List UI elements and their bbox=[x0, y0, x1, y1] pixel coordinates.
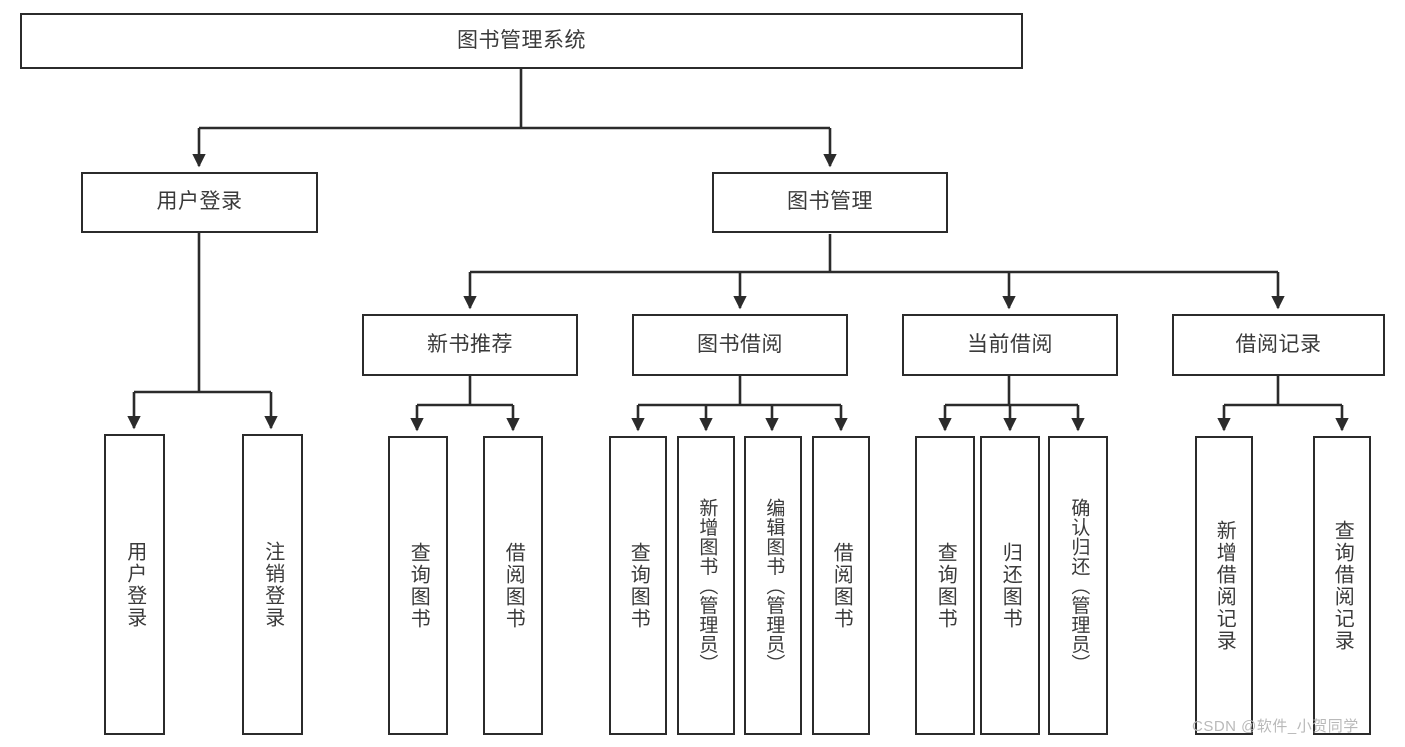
node-current-borrow[interactable]: 当前借阅 bbox=[902, 314, 1118, 376]
node-root-book-management-system[interactable]: 图书管理系统 bbox=[20, 13, 1023, 69]
node-label: 新增借阅记录 bbox=[1213, 519, 1236, 652]
node-label: 当前借阅 bbox=[967, 332, 1053, 356]
leaf-edit-book-admin[interactable]: 编辑图书（管理员） bbox=[744, 436, 802, 735]
node-label: 图书管理 bbox=[787, 190, 873, 214]
leaf-query-borrow-record[interactable]: 查询借阅记录 bbox=[1313, 436, 1371, 735]
node-new-book-recommend[interactable]: 新书推荐 bbox=[362, 314, 578, 376]
leaf-user-login[interactable]: 用户登录 bbox=[104, 434, 165, 735]
node-label: 图书借阅 bbox=[697, 332, 783, 356]
node-label: 编辑图书（管理员） bbox=[763, 497, 785, 674]
node-label: 借阅记录 bbox=[1235, 332, 1322, 356]
leaf-borrow-book[interactable]: 借阅图书 bbox=[812, 436, 870, 735]
node-label: 新书推荐 bbox=[427, 332, 513, 356]
node-label: 查询图书 bbox=[627, 541, 650, 630]
node-label: 归还图书 bbox=[999, 541, 1022, 630]
node-user-login[interactable]: 用户登录 bbox=[81, 172, 318, 233]
node-label: 用户登录 bbox=[123, 540, 146, 629]
leaf-add-book-admin[interactable]: 新增图书（管理员） bbox=[677, 436, 735, 735]
node-book-management[interactable]: 图书管理 bbox=[712, 172, 948, 233]
node-label: 借阅图书 bbox=[830, 541, 853, 630]
leaf-add-borrow-record[interactable]: 新增借阅记录 bbox=[1195, 436, 1253, 735]
leaf-borrow-book-recommend[interactable]: 借阅图书 bbox=[483, 436, 543, 735]
node-label: 注销登录 bbox=[261, 540, 284, 629]
leaf-confirm-return-admin[interactable]: 确认归还（管理员） bbox=[1048, 436, 1108, 735]
node-label: 借阅图书 bbox=[502, 541, 525, 630]
leaf-query-book-recommend[interactable]: 查询图书 bbox=[388, 436, 448, 735]
node-label: 用户登录 bbox=[156, 190, 243, 214]
csdn-watermark: CSDN @软件_小贺同学 bbox=[1192, 718, 1359, 735]
node-label: 确认归还（管理员） bbox=[1068, 497, 1090, 674]
leaf-return-book[interactable]: 归还图书 bbox=[980, 436, 1040, 735]
node-label: 图书管理系统 bbox=[457, 28, 586, 52]
leaf-query-book-borrow[interactable]: 查询图书 bbox=[609, 436, 667, 735]
node-label: 查询图书 bbox=[934, 541, 957, 630]
leaf-query-book-current[interactable]: 查询图书 bbox=[915, 436, 975, 735]
node-label: 查询图书 bbox=[407, 541, 430, 630]
leaf-user-logout[interactable]: 注销登录 bbox=[242, 434, 303, 735]
node-borrow-record[interactable]: 借阅记录 bbox=[1172, 314, 1385, 376]
node-label: 新增图书（管理员） bbox=[696, 497, 718, 674]
node-book-borrow[interactable]: 图书借阅 bbox=[632, 314, 848, 376]
node-label: 查询借阅记录 bbox=[1331, 519, 1354, 652]
